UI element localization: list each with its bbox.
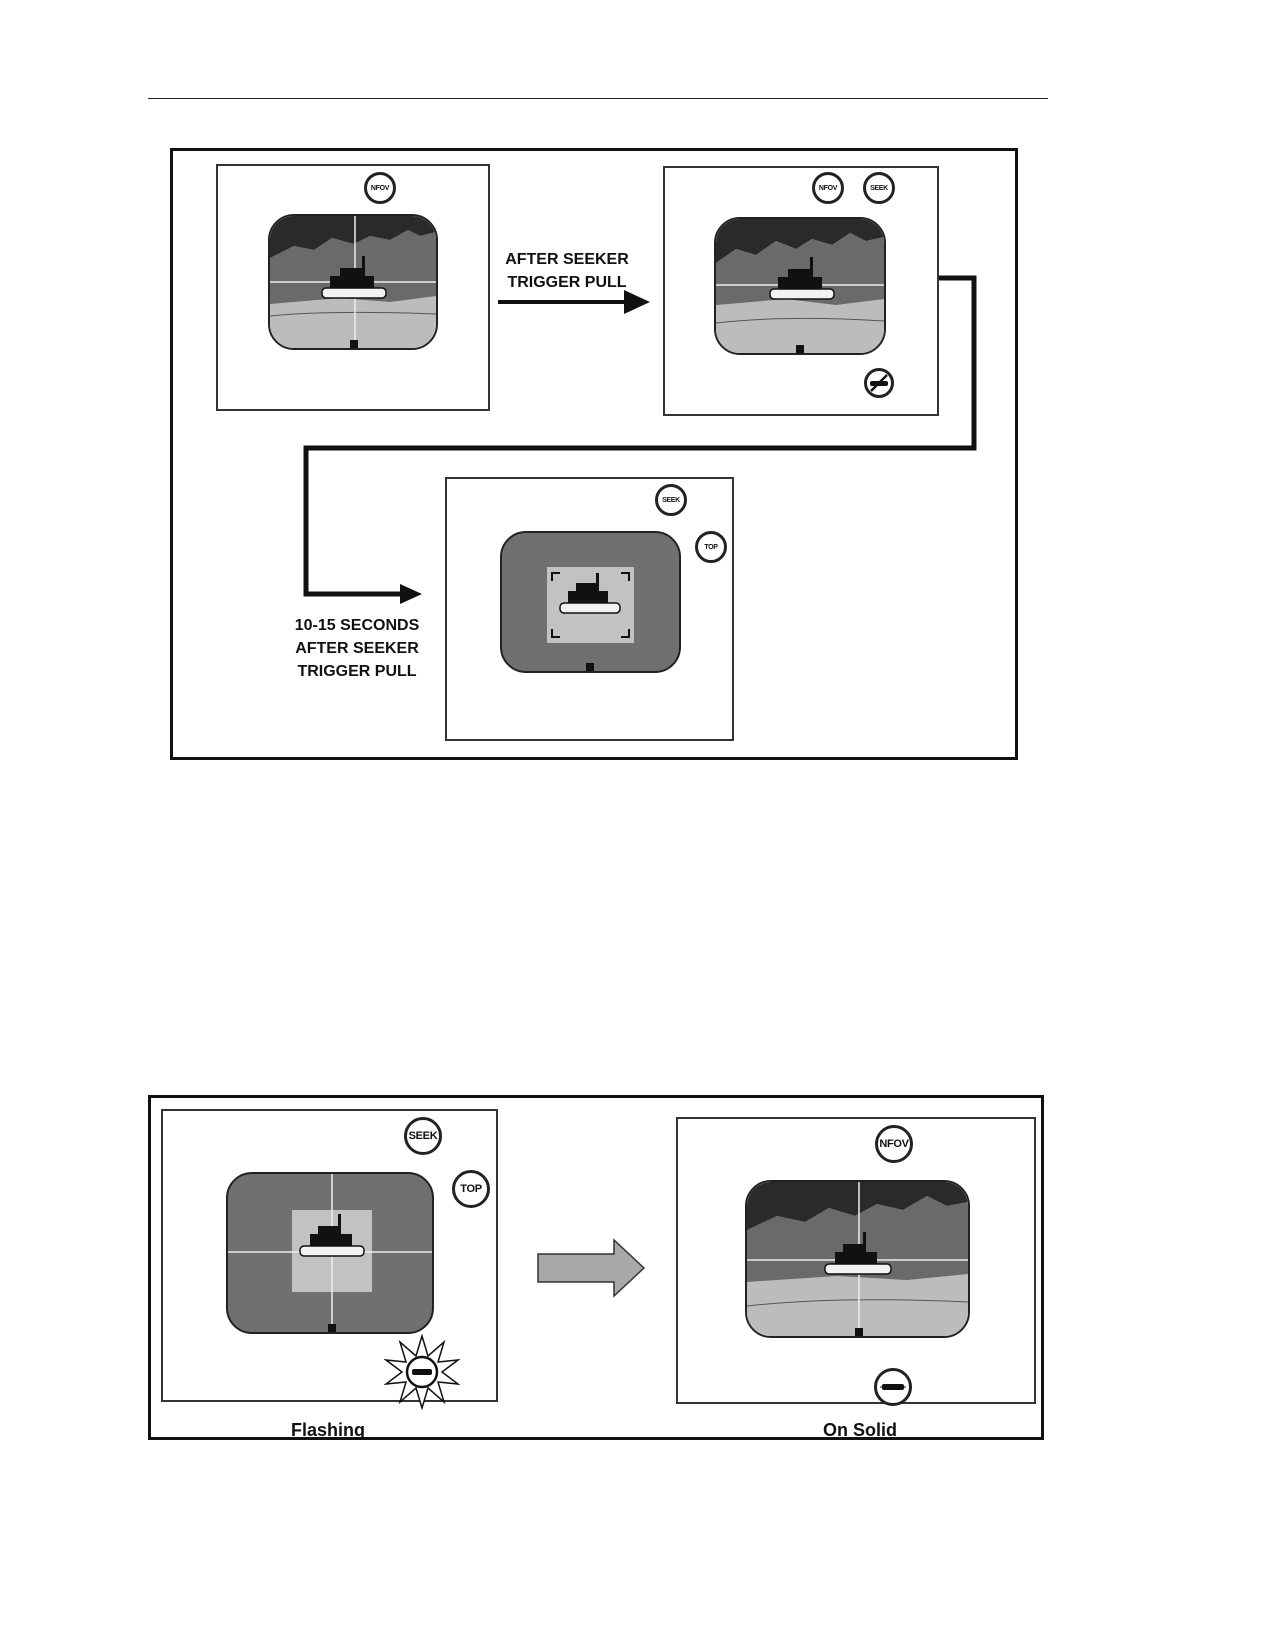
sequence-connector-arrow [303, 275, 977, 604]
delay-label: 10-15 SECONDS AFTER SEEKER TRIGGER PULL [294, 617, 420, 680]
seek-icon: SEEK [655, 484, 687, 516]
top-attack-icon: TOP [695, 531, 727, 563]
nfov-icon: NFOV [875, 1125, 913, 1163]
battlefield-scene [270, 216, 436, 348]
sight-scope-2 [714, 217, 886, 355]
after-trigger-label: AFTER SEEKER TRIGGER PULL [505, 251, 629, 291]
tank-silhouette [559, 573, 621, 614]
track-gate-brackets [551, 572, 630, 638]
tank-silhouette [299, 1214, 365, 1257]
seek-icon: SEEK [863, 172, 895, 204]
tank-silhouette [321, 256, 387, 299]
lock-scope-right [745, 1180, 970, 1338]
page-rule [148, 98, 1048, 99]
track-gates-scope [500, 531, 681, 673]
right-arrow-icon [498, 290, 650, 314]
lock-on-flashing-icon [384, 1334, 460, 1410]
on-solid-caption: On Solid [823, 1420, 897, 1440]
missile-no-lock-icon [864, 368, 894, 398]
right-arrow-icon [537, 1238, 646, 1298]
seek-icon: SEEK [404, 1117, 442, 1155]
top-attack-icon: TOP [452, 1170, 490, 1208]
lock-on-solid-icon [874, 1368, 912, 1406]
nfov-icon: NFOV [364, 172, 396, 204]
sight-scope-1 [268, 214, 438, 350]
lock-scope-left [226, 1172, 434, 1334]
tank-silhouette [824, 1232, 892, 1275]
nfov-icon: NFOV [812, 172, 844, 204]
tank-silhouette [769, 257, 835, 300]
flashing-caption: Flashing [290, 1420, 365, 1440]
